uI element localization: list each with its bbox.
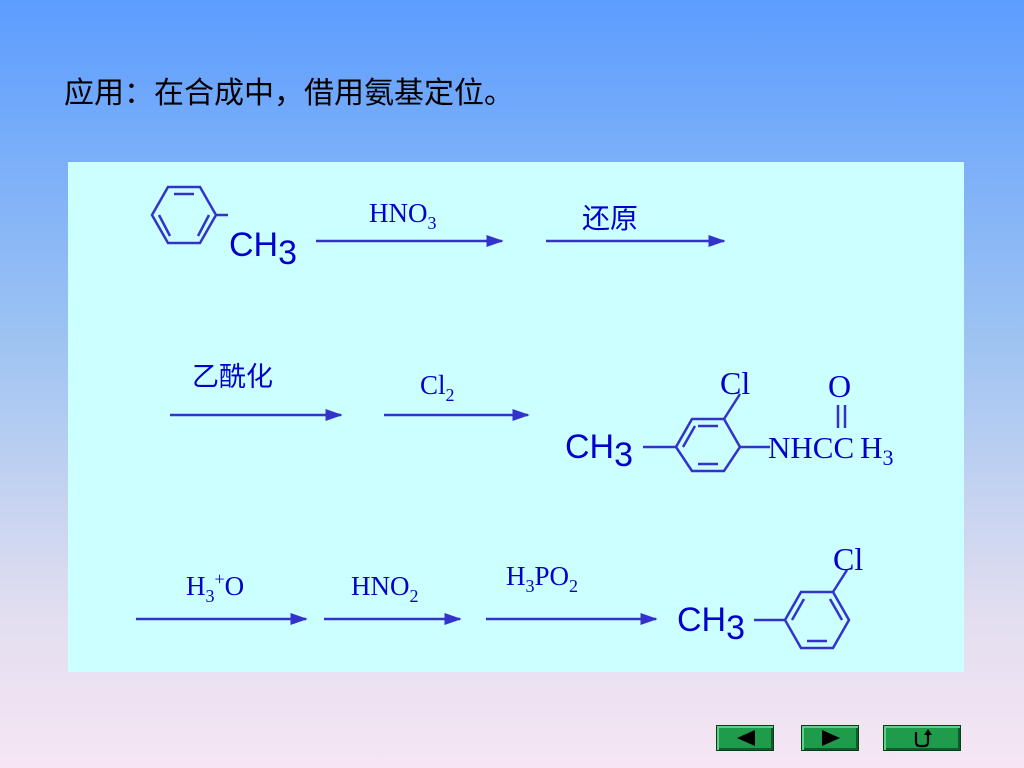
reagent-h3po2: H3PO2: [506, 561, 578, 596]
reagent-h3o-plus: H3+O: [186, 569, 244, 606]
product3-ring-structure: [754, 569, 851, 650]
product2-o-label: O: [828, 368, 851, 404]
reaction-panel: CH3 HNO3 还原 乙酰化 Cl2 CH3 Cl: [68, 162, 964, 672]
return-arrow-icon: [914, 729, 932, 748]
toluene-structure: [150, 185, 228, 245]
next-slide-button[interactable]: [801, 725, 859, 751]
triangle-left-icon: [737, 730, 755, 746]
product2-cl-label: Cl: [720, 365, 750, 401]
reagent-reduction: 还原: [582, 202, 638, 235]
prev-slide-button[interactable]: [716, 725, 774, 751]
product2-methyl-label: CH3: [565, 428, 633, 474]
return-button[interactable]: [883, 725, 961, 751]
reaction-scheme: CH3 HNO3 还原 乙酰化 Cl2 CH3 Cl: [136, 185, 894, 650]
product3-methyl-label: CH3: [677, 601, 745, 647]
benzene-ring: [150, 185, 218, 245]
product3-benzene-ring: [783, 590, 851, 650]
reagent-hno3: HNO3: [369, 198, 437, 233]
product2-cl-bond: [722, 393, 742, 420]
reagent-hno2: HNO2: [351, 571, 419, 606]
toluene-methyl-label: CH3: [229, 226, 297, 272]
product3-cl-label: Cl: [833, 541, 863, 577]
slide-title: 应用：在合成中，借用氨基定位。: [64, 76, 514, 111]
reagent-acetylation: 乙酰化: [192, 362, 273, 393]
triangle-right-icon: [822, 730, 840, 746]
product2-ring-structure: [643, 393, 847, 473]
reagent-cl2: Cl2: [420, 370, 455, 405]
product3-cl-bond: [831, 569, 849, 593]
